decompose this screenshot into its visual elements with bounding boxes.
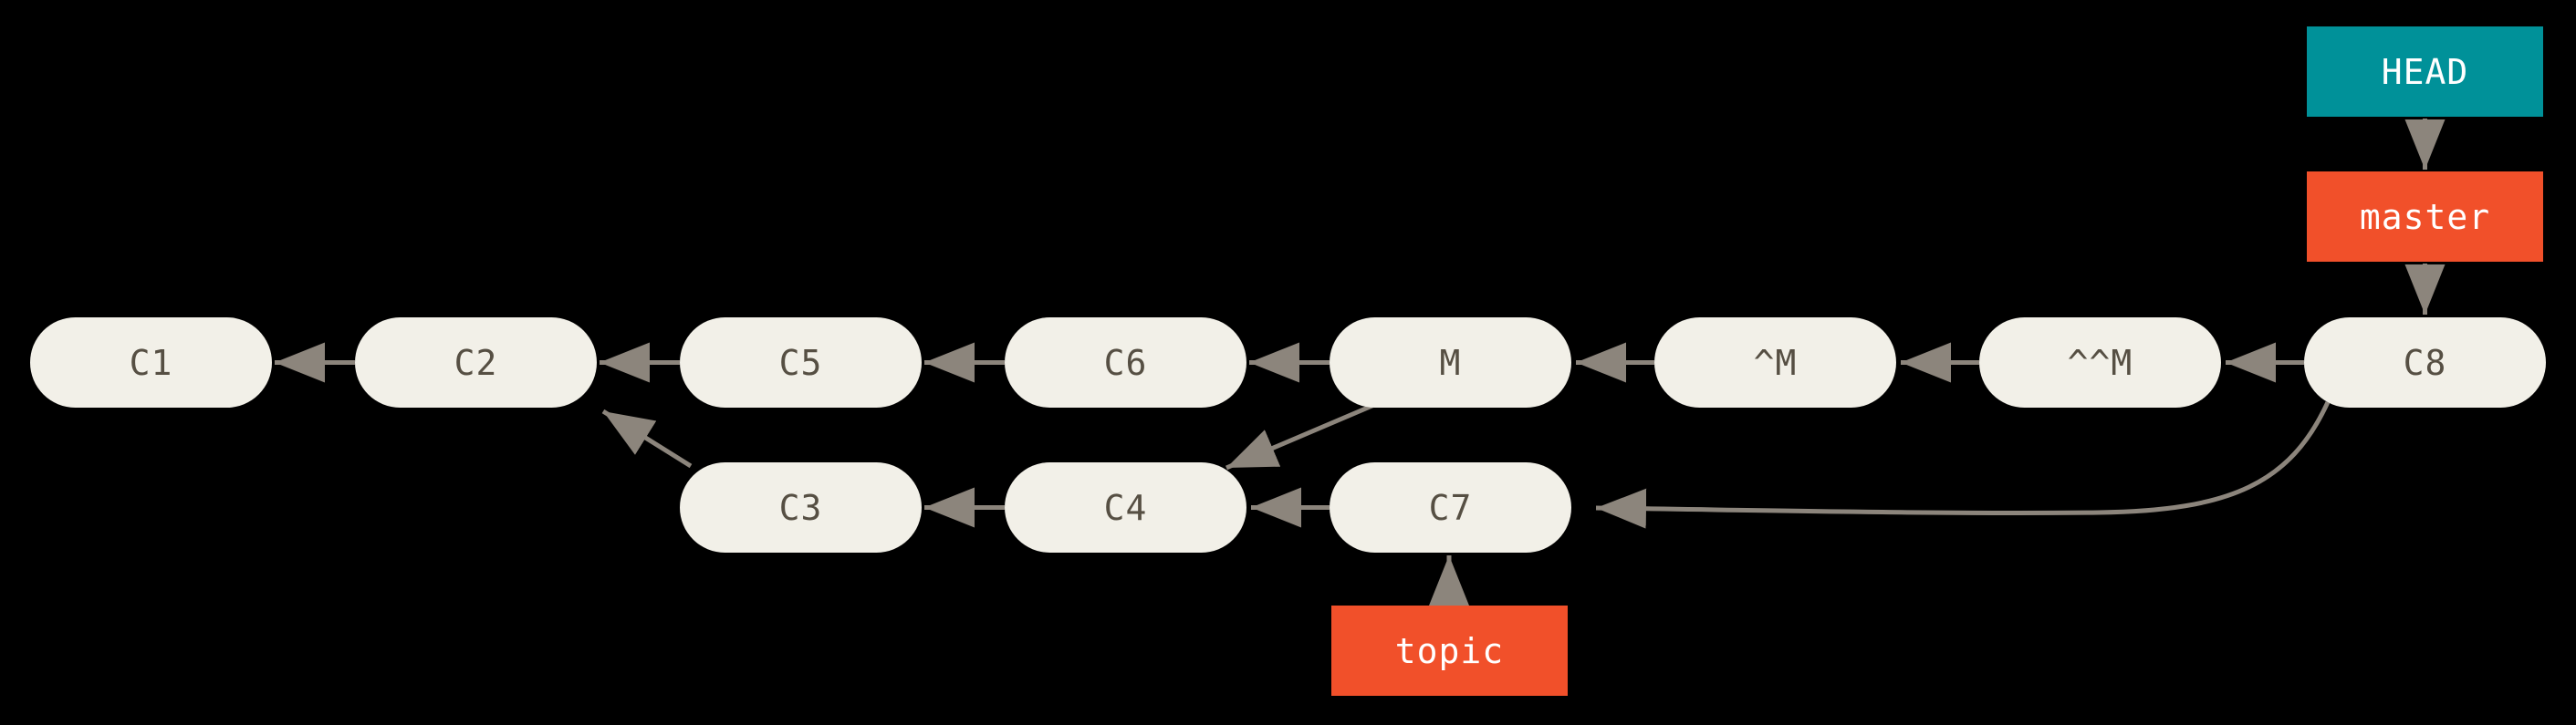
edge-c3-to-c2 — [601, 409, 693, 469]
commit-node-caret-caret-m: ^^M — [1979, 317, 2221, 408]
edge-c8-to-c7 — [1595, 400, 2331, 529]
commit-label: C8 — [2403, 342, 2447, 383]
commit-label: C4 — [1103, 487, 1148, 528]
commit-label: C5 — [778, 342, 823, 383]
master-branch-box: master — [2307, 171, 2543, 262]
commit-node-c7: C7 — [1330, 462, 1571, 553]
commit-node-c2: C2 — [355, 317, 597, 408]
commit-node-caret-m: ^M — [1654, 317, 1896, 408]
topic-branch-box: topic — [1331, 606, 1568, 696]
commit-label: C2 — [454, 342, 498, 383]
commit-node-c4: C4 — [1005, 462, 1246, 553]
commit-node-c6: C6 — [1005, 317, 1246, 408]
topic-branch-label: topic — [1394, 630, 1505, 671]
commit-label: ^^M — [2067, 342, 2133, 383]
commit-node-m: M — [1330, 317, 1571, 408]
commit-node-c8: C8 — [2304, 317, 2546, 408]
commit-label: C7 — [1428, 487, 1473, 528]
master-branch-label: master — [2359, 196, 2491, 237]
head-ref-box: HEAD — [2307, 26, 2543, 117]
commit-label: C6 — [1103, 342, 1148, 383]
head-ref-label: HEAD — [2381, 51, 2469, 92]
commit-label: C3 — [778, 487, 823, 528]
commit-node-c1: C1 — [30, 317, 272, 408]
commit-label: ^M — [1753, 342, 1798, 383]
edge-m-to-c4 — [1225, 402, 1375, 471]
commit-node-c3: C3 — [680, 462, 922, 553]
commit-label: M — [1439, 342, 1462, 383]
commit-label: C1 — [129, 342, 173, 383]
commit-node-c5: C5 — [680, 317, 922, 408]
